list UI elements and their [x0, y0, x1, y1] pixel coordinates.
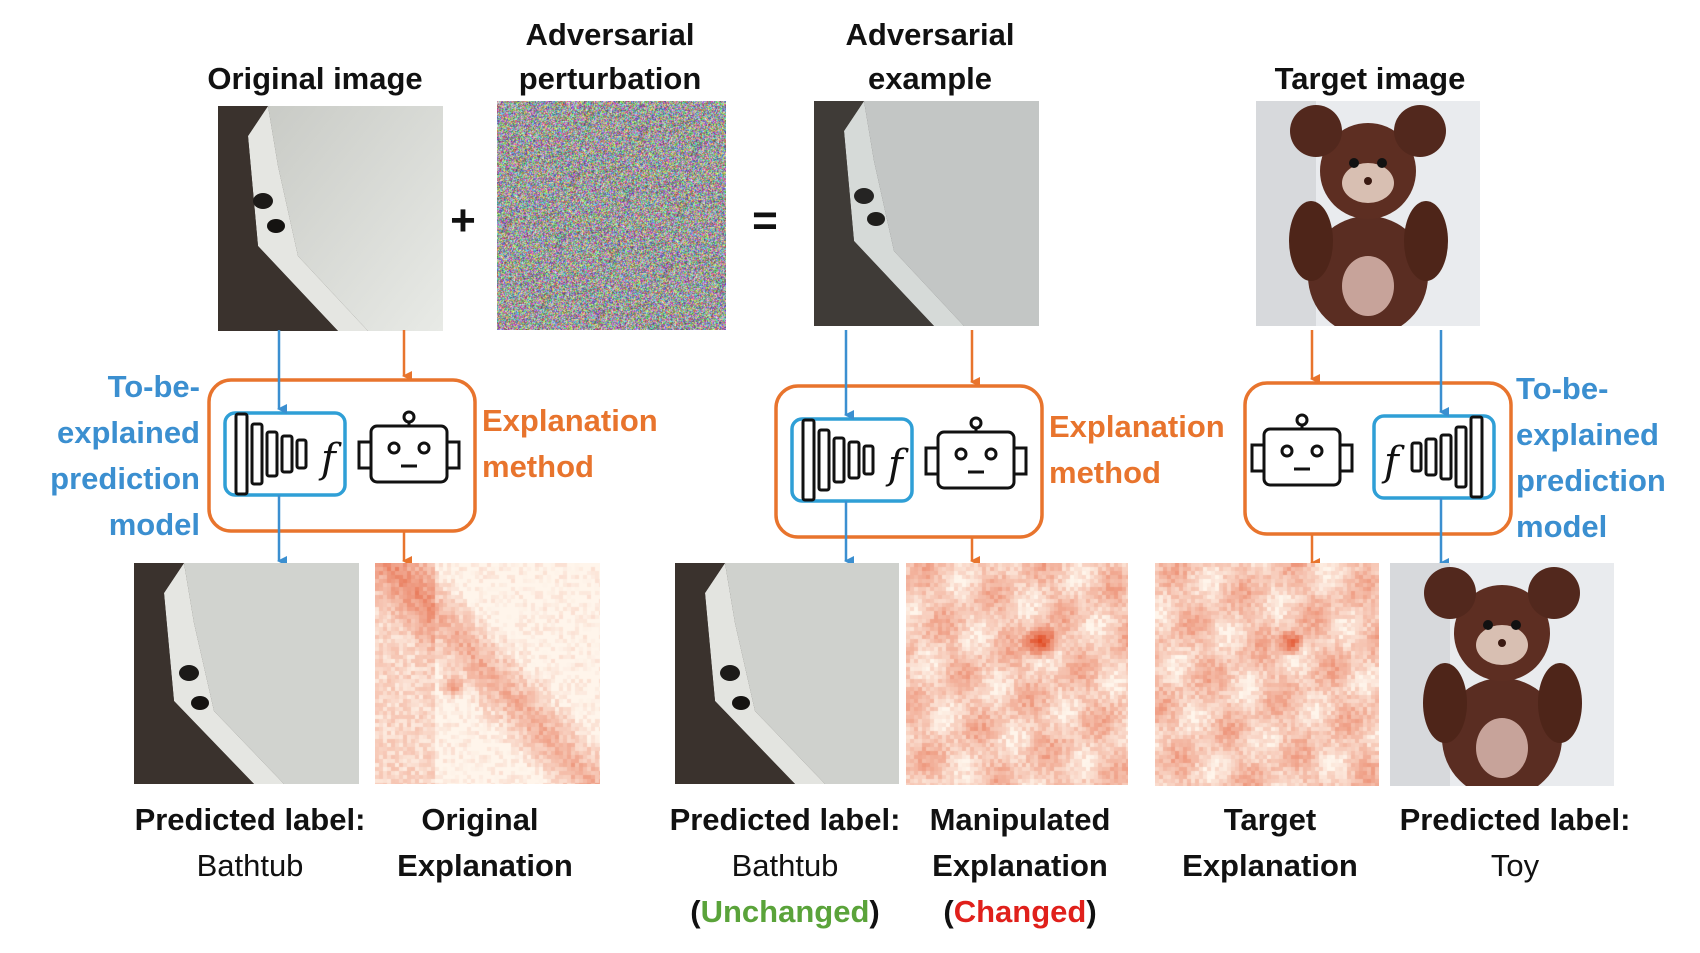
caption-explanation-1: Explanation — [397, 848, 573, 883]
explanation-block-1 — [207, 330, 477, 566]
target-image-title: Target image — [1274, 61, 1466, 96]
model-label-right-line1: To-be- — [1516, 371, 1609, 406]
caption-predicted-label-3: Predicted label: — [1399, 802, 1631, 837]
caption-target: Target — [1223, 802, 1317, 837]
caption-predicted-label-1: Predicted label: — [134, 802, 366, 837]
caption-explanation-3: Explanation — [1182, 848, 1358, 883]
explanation-label-1-line1: Explanation — [482, 403, 658, 438]
model-label-left: To-be- explained prediction model — [30, 364, 200, 548]
original-image-title: Original image — [207, 61, 423, 96]
target-explanation-heatmap — [1155, 563, 1379, 786]
explanation-block-2 — [774, 330, 1044, 566]
caption-explanation-2: Explanation — [932, 848, 1108, 883]
toy-prediction-image — [1390, 563, 1614, 786]
explanation-block-3 — [1243, 330, 1513, 568]
plus-sign: + — [450, 196, 476, 245]
explanation-label-2: Explanation method — [1049, 404, 1249, 496]
explanation-label-2-line2: method — [1049, 455, 1161, 490]
explanation-label-2-line1: Explanation — [1049, 409, 1225, 444]
bathtub-prediction-image-1 — [134, 563, 359, 784]
adversarial-example-title-line1: Adversarial — [845, 17, 1015, 52]
bathtub-prediction-image-2 — [675, 563, 899, 784]
caption-manipulated: Manipulated — [929, 802, 1111, 837]
explanation-label-1: Explanation method — [482, 398, 682, 490]
model-label-left-line4: model — [108, 507, 200, 542]
explanation-label-1-line2: method — [482, 449, 594, 484]
caption-predicted-label-2: Predicted label: — [669, 802, 901, 837]
model-label-right-line3: prediction — [1516, 463, 1666, 498]
manipulated-explanation-heatmap — [906, 563, 1128, 785]
adversarial-example-image — [814, 101, 1039, 326]
model-label-left-line2: explained — [57, 415, 200, 450]
original-explanation-heatmap — [375, 563, 600, 784]
caption-changed-status: (Changed) — [943, 894, 1097, 929]
model-label-right-line2: explained — [1516, 417, 1659, 452]
model-label-left-line3: prediction — [50, 461, 200, 496]
adversarial-example-title-line2: example — [867, 61, 993, 96]
original-bathtub-image — [218, 106, 443, 331]
equals-sign: = — [752, 196, 778, 245]
target-teddy-image — [1256, 101, 1480, 326]
perturbation-title-line1: Adversarial — [525, 17, 695, 52]
caption-toy: Toy — [1490, 848, 1540, 883]
perturbation-title-line2: perturbation — [518, 61, 702, 96]
model-label-left-line1: To-be- — [107, 369, 200, 404]
model-label-right-line4: model — [1516, 509, 1608, 544]
model-label-right: To-be- explained prediction model — [1516, 366, 1696, 550]
caption-unchanged-status: (Unchanged) — [690, 894, 880, 929]
caption-original: Original — [421, 802, 539, 837]
adversarial-perturbation-noise — [497, 101, 726, 330]
unchanged-text: Unchanged — [700, 894, 870, 929]
changed-text: Changed — [953, 894, 1087, 929]
caption-bathtub-2: Bathtub — [731, 848, 839, 883]
caption-bathtub-1: Bathtub — [196, 848, 304, 883]
